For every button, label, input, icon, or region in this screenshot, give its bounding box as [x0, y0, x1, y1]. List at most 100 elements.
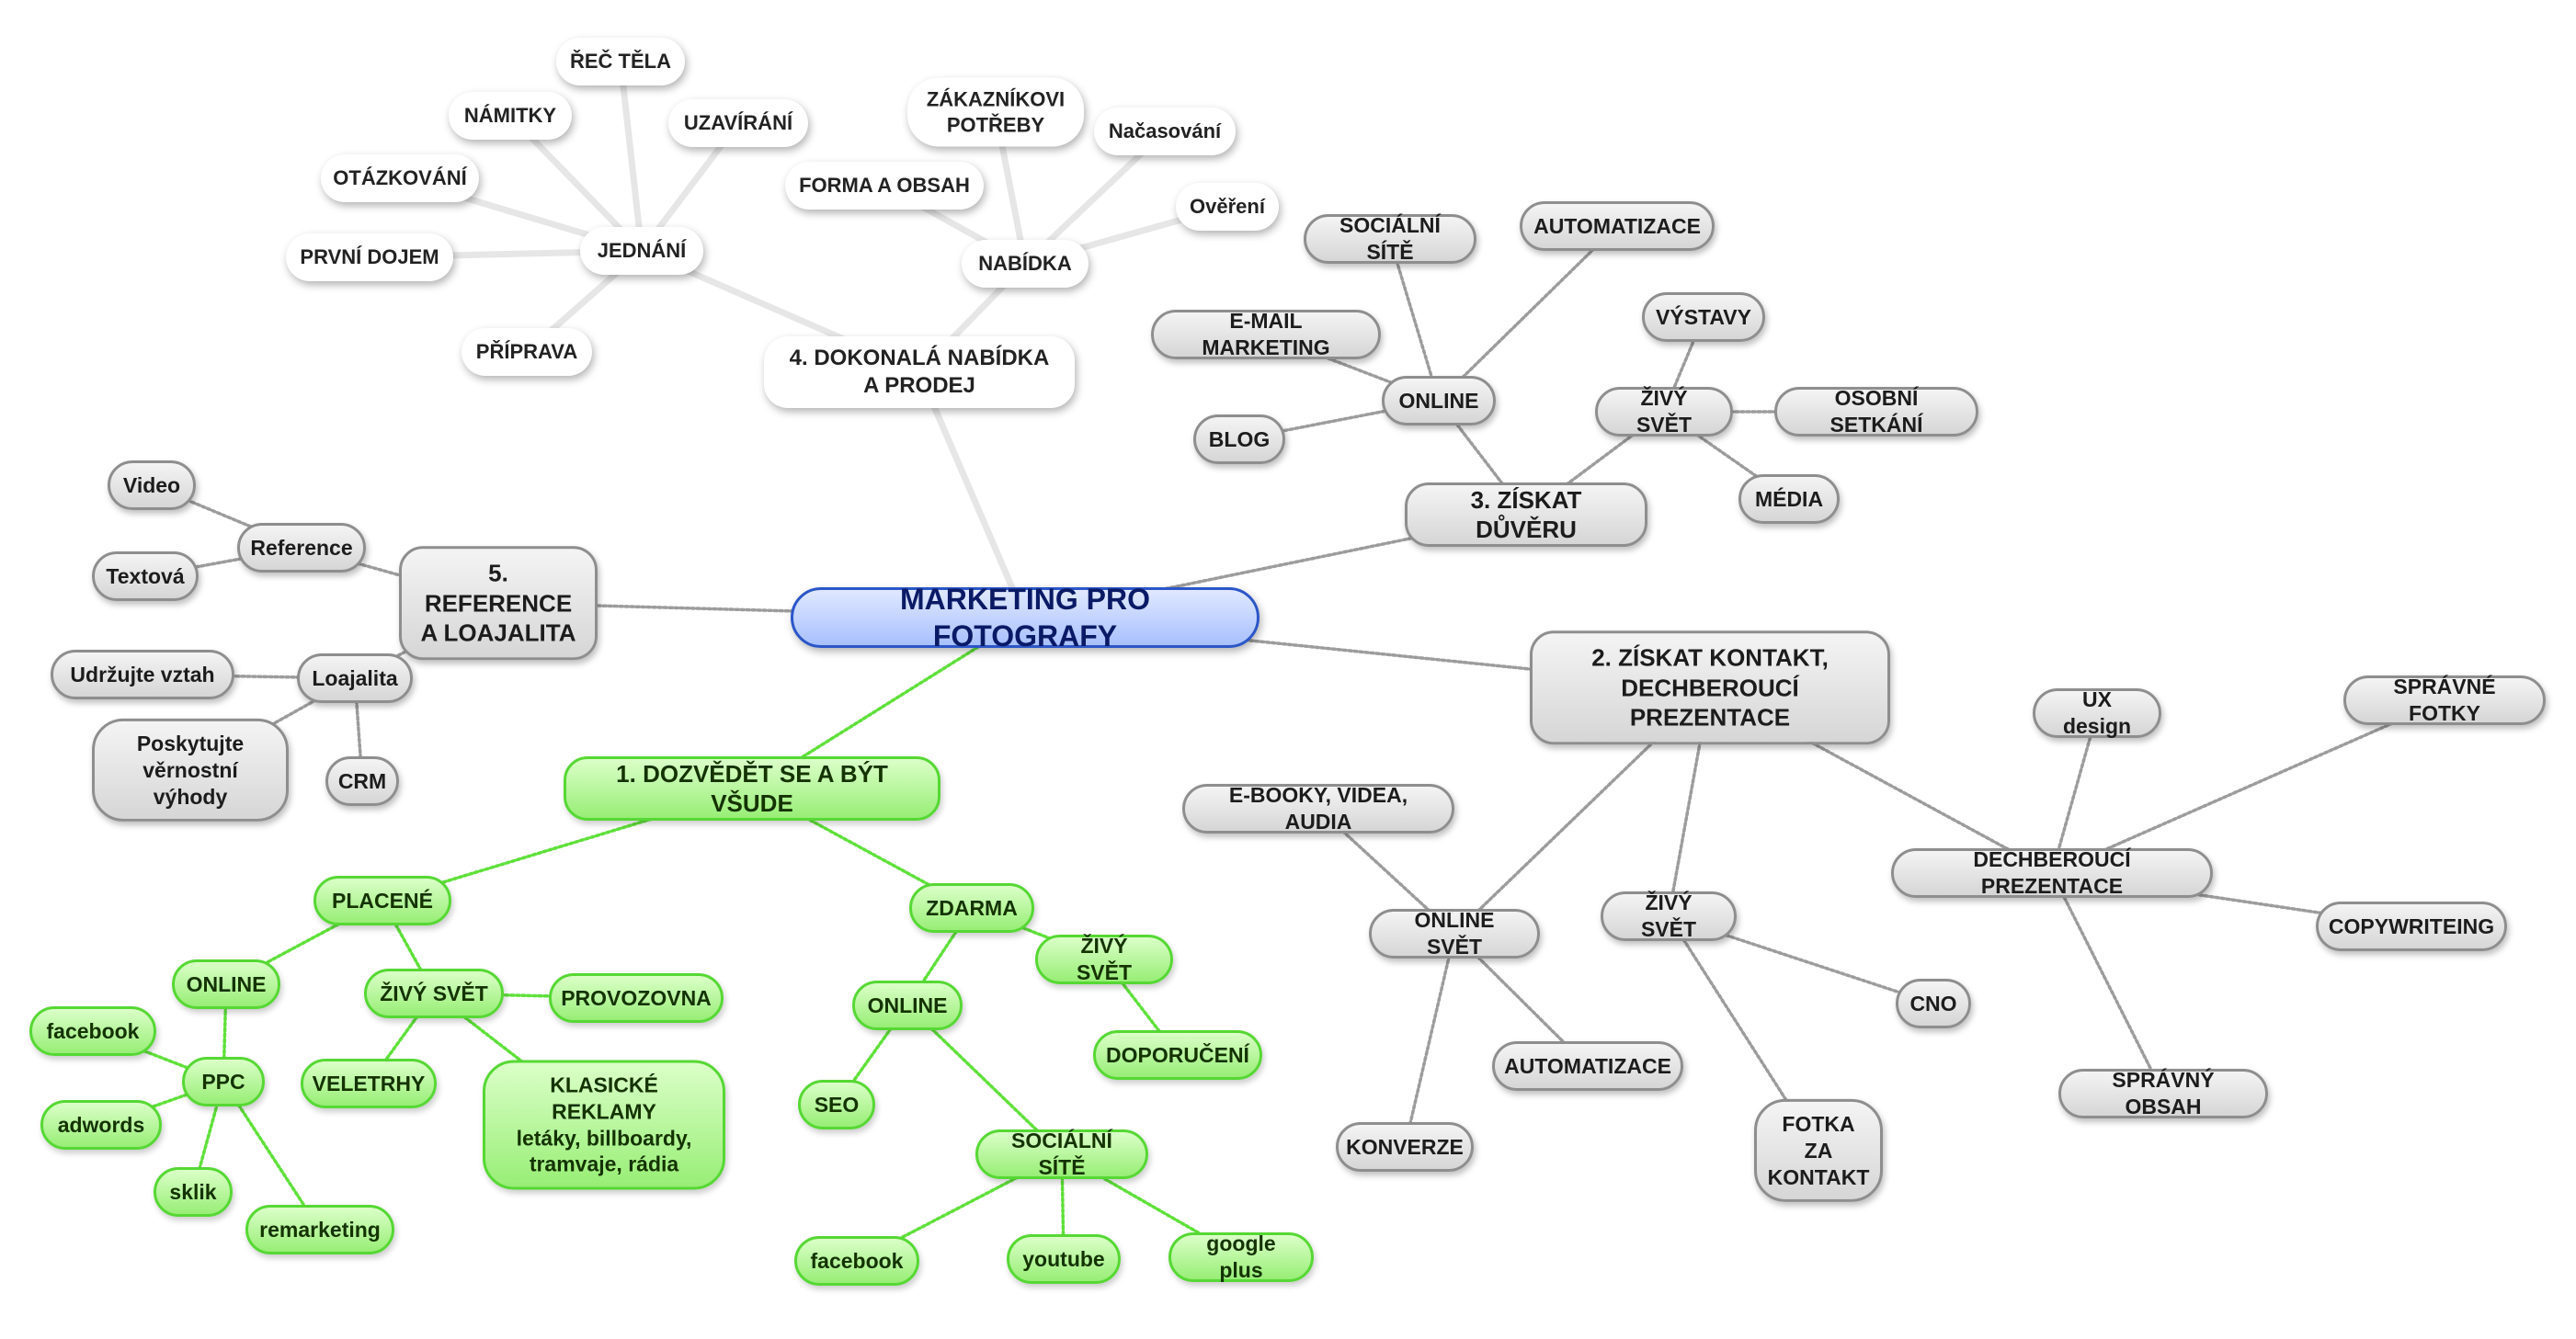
node-label: OSOBNÍ SETKÁNÍ — [1829, 386, 1923, 437]
node-veletrhy[interactable]: VELETRHY — [301, 1059, 437, 1108]
node-konverze[interactable]: KONVERZE — [1336, 1122, 1474, 1172]
node-jednani[interactable]: JEDNÁNÍ — [580, 227, 703, 275]
node-zivy-svet2[interactable]: ŽIVÝ SVĚT — [1601, 891, 1737, 941]
node-ppc[interactable]: PPC — [182, 1057, 265, 1106]
branch-b3[interactable]: 3. ZÍSKAT DŮVĚRU — [1405, 482, 1647, 547]
node-google-plus[interactable]: google plus — [1168, 1231, 1314, 1282]
node-label: SPRÁVNÝ OBSAH — [2112, 1068, 2215, 1118]
node-online-g2[interactable]: ONLINE — [852, 981, 963, 1030]
node-label: NÁMITKY — [463, 104, 557, 128]
node-label: UZAVÍRÁNÍ — [683, 111, 793, 135]
node-online-g1[interactable]: ONLINE — [172, 959, 280, 1009]
node-zdarma[interactable]: ZDARMA — [909, 883, 1034, 933]
node-osobni[interactable]: OSOBNÍ SETKÁNÍ — [1774, 386, 1978, 437]
node-socialni3[interactable]: SOCIÁLNÍ SÍTĚ — [1304, 213, 1476, 264]
node-label: Video — [122, 472, 181, 497]
node-sklik[interactable]: sklik — [154, 1167, 233, 1217]
node-uzavirani[interactable]: UZAVÍRÁNÍ — [668, 99, 808, 147]
node-dech-prez[interactable]: DECHBEROUCÍ PREZENTACE — [1891, 847, 2213, 898]
node-video[interactable]: Video — [108, 460, 196, 510]
node-vystavy[interactable]: VÝSTAVY — [1642, 292, 1765, 342]
node-doporuceni[interactable]: DOPORUČENÍ — [1093, 1030, 1262, 1080]
node-label: AUTOMATIZACE — [1533, 213, 1701, 238]
node-label: FORMA A OBSAH — [799, 174, 970, 198]
node-crm[interactable]: CRM — [325, 756, 399, 806]
node-label: SPRÁVNÉ FOTKY — [2393, 675, 2496, 725]
node-email[interactable]: E-MAIL MARKETING — [1151, 309, 1381, 359]
node-label: Poskytujte věrnostní výhody — [136, 731, 245, 809]
node-namitky[interactable]: NÁMITKY — [449, 92, 572, 140]
node-seo[interactable]: SEO — [798, 1080, 875, 1129]
node-label: ŽIVÝ SVĚT — [1636, 386, 1693, 437]
node-label: 1. DOZVĚDĚT SE A BÝT VŠUDE — [616, 759, 888, 818]
connector-online3-socialni3 — [1388, 237, 1441, 403]
node-spravny-obsah[interactable]: SPRÁVNÝ OBSAH — [2058, 1068, 2268, 1118]
node-label: ZDARMA — [926, 895, 1018, 920]
node-adwords[interactable]: adwords — [40, 1100, 162, 1150]
node-rec-tela[interactable]: ŘEČ TĚLA — [556, 38, 685, 85]
node-label: Reference — [250, 535, 353, 560]
node-fotka[interactable]: FOTKA ZA KONTAKT — [1754, 1098, 1883, 1203]
node-media[interactable]: MÉDIA — [1738, 474, 1840, 524]
node-ux[interactable]: UX design — [2033, 687, 2161, 738]
node-facebook-g2[interactable]: facebook — [794, 1236, 919, 1286]
node-blog[interactable]: BLOG — [1193, 414, 1285, 464]
node-otazkovani[interactable]: OTÁZKOVÁNÍ — [321, 154, 479, 202]
node-reference[interactable]: Reference — [237, 523, 366, 573]
node-label: CRM — [337, 768, 387, 793]
node-zivy-svet-g2[interactable]: ŽIVÝ SVĚT — [1035, 934, 1173, 984]
branch-b5[interactable]: 5. REFERENCE A LOAJALITA — [399, 546, 598, 660]
connector-center-b4 — [916, 369, 1029, 621]
node-cno[interactable]: CNO — [1896, 979, 1971, 1028]
node-youtube[interactable]: youtube — [1007, 1234, 1121, 1284]
node-automatizace3[interactable]: AUTOMATIZACE — [1520, 201, 1715, 251]
node-label: ŽIVÝ SVĚT — [380, 981, 488, 1005]
node-label: JEDNÁNÍ — [597, 239, 687, 263]
node-zivy-svet3[interactable]: ŽIVÝ SVĚT — [1595, 386, 1733, 437]
node-ebooky[interactable]: E-BOOKY, VIDEA, AUDIA — [1182, 783, 1454, 834]
node-label: OTÁZKOVÁNÍ — [333, 166, 467, 190]
node-facebook-g1[interactable]: facebook — [29, 1006, 156, 1056]
node-label: ONLINE — [186, 971, 267, 996]
node-forma[interactable]: FORMA A OBSAH — [785, 162, 984, 210]
node-label: NABÍDKA — [978, 252, 1072, 276]
connector-online3-automatizace3 — [1437, 224, 1619, 403]
node-placene[interactable]: PLACENÉ — [313, 876, 451, 925]
node-label: MÉDIA — [1754, 486, 1824, 511]
node-spravne-fotky[interactable]: SPRÁVNÉ FOTKY — [2343, 675, 2546, 725]
node-label: E-BOOKY, VIDEA, AUDIA — [1228, 783, 1408, 834]
node-klasicke[interactable]: KLASICKÉ REKLAMY letáky, billboardy, tra… — [483, 1060, 725, 1190]
node-loajalita[interactable]: Loajalita — [297, 653, 413, 703]
node-overeni[interactable]: Ověření — [1176, 183, 1279, 231]
central-topic[interactable]: MARKETING PRO FOTOGRAFY — [791, 583, 1260, 652]
node-zivy-svet-g1[interactable]: ŽIVÝ SVĚT — [364, 969, 504, 1018]
node-label: FOTKA ZA KONTAKT — [1767, 1111, 1870, 1189]
node-textova[interactable]: Textová — [92, 551, 199, 601]
branch-b1[interactable]: 1. DOZVĚDĚT SE A BÝT VŠUDE — [564, 756, 940, 821]
node-online3[interactable]: ONLINE — [1382, 376, 1496, 426]
node-copy[interactable]: COPYWRITEING — [2316, 902, 2507, 951]
node-label: PPC — [201, 1069, 245, 1094]
node-poskytujte[interactable]: Poskytujte věrnostní výhody — [92, 718, 289, 823]
node-label: facebook — [46, 1018, 140, 1043]
connector-dech_prez-spravne_fotky — [2050, 698, 2446, 875]
node-label: google plus — [1206, 1231, 1276, 1282]
node-label: youtube — [1022, 1246, 1105, 1271]
node-socialni-g[interactable]: SOCIÁLNÍ SÍTĚ — [975, 1129, 1148, 1179]
node-nabidka[interactable]: NABÍDKA — [962, 240, 1089, 288]
branch-b4[interactable]: 4. DOKONALÁ NABÍDKA A PRODEJ — [764, 336, 1075, 408]
branch-b2[interactable]: 2. ZÍSKAT KONTAKT, DECHBEROUCÍ PREZENTAC… — [1530, 630, 1890, 744]
node-online-svet[interactable]: ONLINE SVĚT — [1369, 908, 1540, 959]
node-zakaznikovi[interactable]: ZÁKAZNÍKOVI POTŘEBY — [907, 77, 1084, 147]
node-prvni-dojem[interactable]: PRVNÍ DOJEM — [286, 233, 453, 281]
node-priprava[interactable]: PŘÍPRAVA — [462, 328, 592, 376]
node-remarketing[interactable]: remarketing — [245, 1205, 394, 1254]
node-automatizace2[interactable]: AUTOMATIZACE — [1492, 1041, 1683, 1091]
node-label: 3. ZÍSKAT DŮVĚRU — [1470, 485, 1582, 544]
node-label: ZÁKAZNÍKOVI POTŘEBY — [926, 87, 1066, 137]
node-provozovna[interactable]: PROVOZOVNA — [549, 973, 724, 1023]
node-label: SOCIÁLNÍ SÍTĚ — [1011, 1129, 1112, 1179]
node-nacasovani[interactable]: Načasování — [1094, 108, 1236, 155]
node-udrzujte[interactable]: Udržujte vztah — [51, 650, 234, 699]
